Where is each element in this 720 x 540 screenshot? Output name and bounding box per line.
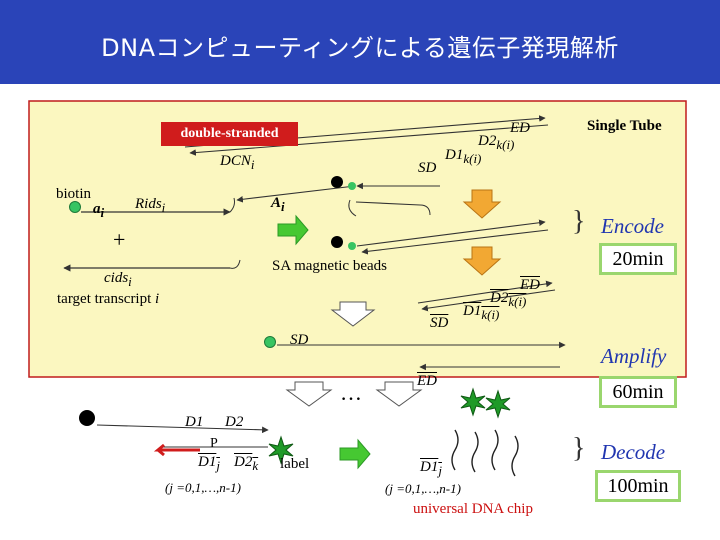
a-i-label: ai bbox=[93, 201, 105, 220]
d2-top-label: D2k(i) bbox=[478, 133, 515, 152]
biotin-label: biotin bbox=[56, 186, 92, 202]
mid-strand-2 bbox=[421, 289, 556, 312]
range-left-label: (j =0,1,…,n-1) bbox=[165, 480, 241, 495]
d2-mid-label: D2k(i) bbox=[490, 290, 527, 309]
range-chip-label: (j =0,1,…,n-1) bbox=[385, 481, 461, 496]
sa-bead-2 bbox=[331, 236, 343, 248]
title-bar: DNAコンピューティングによる遺伝子発現解析 bbox=[0, 0, 720, 84]
bead-strand-1b bbox=[355, 201, 421, 206]
dcn-strand-2 bbox=[189, 124, 549, 156]
biotin-bead-icon bbox=[69, 201, 81, 213]
sa-beads-label: SA magnetic beads bbox=[272, 258, 387, 274]
process-arrow-1 bbox=[277, 214, 309, 246]
encode-time-box: 20min bbox=[599, 243, 677, 275]
d1j-label: D1j bbox=[198, 454, 220, 473]
decode-step-label: Decode bbox=[601, 440, 666, 464]
diagram-canvas bbox=[28, 100, 687, 477]
ai-strand bbox=[236, 185, 356, 203]
bead-strand-2b bbox=[361, 229, 549, 255]
amplify-step-label: Amplify bbox=[601, 344, 667, 368]
biotin-dot-1 bbox=[348, 182, 356, 190]
process-arrow-2 bbox=[339, 438, 371, 470]
dcn-label: DCNi bbox=[220, 153, 255, 172]
d1-mid-label: D1k(i) bbox=[463, 303, 500, 322]
ellipsis: … bbox=[340, 380, 362, 405]
label-star-icon bbox=[268, 435, 294, 465]
label-text: label bbox=[280, 456, 310, 472]
flow-arrow-1 bbox=[330, 301, 376, 327]
flow-arrow-3 bbox=[375, 381, 423, 407]
d1-top-label: D1k(i) bbox=[445, 147, 482, 166]
decode-strand bbox=[96, 424, 269, 434]
cids-loop bbox=[229, 259, 241, 269]
mid-strand-1 bbox=[417, 280, 553, 304]
biotin-dot-2 bbox=[348, 242, 356, 250]
amplify-bead bbox=[264, 336, 276, 348]
target-transcript-label: target transcript i bbox=[57, 291, 160, 307]
d1-bottom-label: D1 bbox=[185, 414, 204, 430]
decode-time-box: 100min bbox=[595, 470, 681, 502]
sd-top-label: SD bbox=[418, 160, 437, 176]
A-i-label: Ai bbox=[271, 195, 285, 214]
bead-strand-1-loop bbox=[348, 199, 357, 217]
encode-brace: } bbox=[572, 206, 586, 237]
sa-bead-1 bbox=[331, 176, 343, 188]
d1j-chip-label: D1j bbox=[420, 459, 442, 478]
double-stranded-label: double-stranded bbox=[161, 122, 298, 146]
down-arrow-2 bbox=[462, 246, 502, 276]
dna-chip-label: universal DNA chip bbox=[413, 501, 533, 517]
chip-probes bbox=[451, 429, 519, 477]
d2-bottom-label: D2 bbox=[225, 414, 244, 430]
single-tube-panel bbox=[28, 100, 687, 378]
slide-title: DNAコンピューティングによる遺伝子発現解析 bbox=[101, 34, 619, 62]
down-arrow-1 bbox=[462, 189, 502, 219]
p-label: P bbox=[210, 436, 218, 451]
decode-brace: } bbox=[572, 433, 586, 464]
sd-mid-label: SD bbox=[430, 315, 449, 331]
decode-bead bbox=[79, 410, 95, 426]
bead-strand-2 bbox=[356, 219, 546, 247]
plus-sign: + bbox=[113, 227, 126, 252]
rids-label: Ridsi bbox=[135, 196, 166, 215]
d2k-label: D2k bbox=[234, 454, 259, 473]
sd-amplify-label: SD bbox=[290, 332, 309, 348]
ed-amplify-label: ED bbox=[417, 373, 437, 389]
cids-label: cidsi bbox=[104, 270, 132, 289]
encode-step-label: Encode bbox=[601, 214, 664, 238]
flow-arrow-2 bbox=[285, 381, 333, 407]
chip-star-2 bbox=[485, 389, 511, 419]
amplify-time-box: 60min bbox=[599, 376, 677, 408]
single-tube-label: Single Tube bbox=[587, 118, 662, 134]
ed-top-label: ED bbox=[510, 120, 530, 136]
ed-mid-label: ED bbox=[520, 277, 540, 293]
chip-star-1 bbox=[460, 387, 486, 417]
rids-loop bbox=[229, 197, 235, 213]
